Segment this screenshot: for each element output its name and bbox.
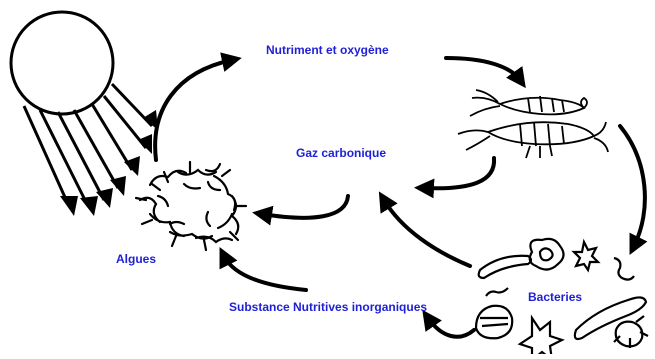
label-gaz-carbonique: Gaz carbonique bbox=[296, 146, 386, 160]
sun-icon bbox=[11, 12, 158, 216]
algae-icon bbox=[136, 162, 246, 250]
label-nutriment: Nutriment et oxygène bbox=[266, 43, 389, 57]
arrow-nutrient-to-shrimp bbox=[446, 58, 520, 80]
shrimp-icon bbox=[458, 90, 608, 158]
arrow-shrimp-to-bacteria bbox=[620, 126, 645, 246]
label-bacteries: Bacteries bbox=[528, 290, 582, 304]
arrow-substance-to-algae bbox=[224, 256, 306, 290]
arrow-gaz-to-algae bbox=[262, 196, 348, 218]
arrow-bacteria-to-substance bbox=[428, 318, 474, 337]
label-substance: Substance Nutritives inorganiques bbox=[229, 300, 427, 314]
label-algues: Algues bbox=[116, 252, 156, 266]
arrow-bacteria-to-gaz bbox=[384, 200, 470, 266]
arrow-shrimp-to-gaz bbox=[424, 158, 494, 188]
arrow-algae-to-nutrient bbox=[155, 60, 232, 160]
